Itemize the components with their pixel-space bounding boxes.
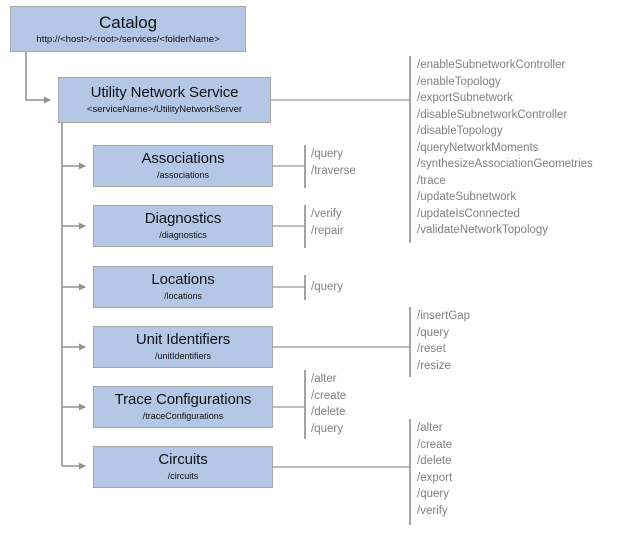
node-unit-identifiers-path: /unitIdentifiers: [154, 351, 212, 361]
operation-item: /updateSubnetwork: [417, 191, 517, 203]
node-service-path: <serviceName>/UtilityNetworkServer: [86, 103, 243, 115]
node-diagnostics-title: Diagnostics: [144, 210, 222, 228]
node-associations[interactable]: Associations /associations: [93, 145, 273, 187]
edge-catalog-to-service: [25, 52, 51, 104]
operation-item: /validateNetworkTopology: [417, 224, 549, 236]
node-associations-title: Associations: [141, 150, 225, 168]
operation-item: /updateIsConnected: [417, 207, 520, 220]
operation-item: /verify: [417, 504, 448, 517]
operation-item: /query: [311, 148, 343, 160]
operation-item: /query: [311, 281, 343, 293]
operation-item: /query: [417, 488, 449, 500]
operation-item: /verify: [311, 208, 342, 220]
node-catalog[interactable]: Catalog http://<host>/<root>/services/<f…: [10, 6, 246, 52]
node-service-title: Utility Network Service: [90, 83, 239, 101]
node-trace-configurations-title: Trace Configurations: [114, 391, 252, 409]
operation-item: /export: [417, 471, 453, 484]
operation-item: /repair: [311, 224, 344, 237]
operation-item: /alter: [311, 373, 337, 385]
node-circuits-title: Circuits: [158, 451, 208, 469]
node-circuits-path: /circuits: [167, 471, 199, 481]
node-catalog-title: Catalog: [99, 12, 157, 32]
operation-item: /traverse: [311, 164, 356, 177]
node-catalog-path: http://<host>/<root>/services/<folderNam…: [36, 33, 220, 45]
node-trace-configurations[interactable]: Trace Configurations /traceConfiguration…: [93, 386, 273, 428]
node-trace-configurations-path: /traceConfigurations: [142, 411, 224, 421]
node-locations-path: /locations: [163, 291, 203, 301]
operation-item: /delete: [311, 406, 346, 418]
operation-item: /create: [417, 438, 453, 451]
operations-list-trace-configurations: /alter/create/delete/query: [311, 371, 346, 437]
operations-list-associations: /query/traverse: [311, 146, 356, 179]
operation-item: /queryNetworkMoments: [417, 141, 539, 154]
operation-item: /alter: [417, 422, 443, 434]
operations-list-locations: /query: [311, 279, 343, 296]
operations-list-diagnostics: /verify/repair: [311, 206, 344, 239]
node-diagnostics-path: /diagnostics: [159, 230, 207, 240]
node-utility-network-service[interactable]: Utility Network Service <serviceName>/Ut…: [58, 77, 271, 123]
node-unit-identifiers-title: Unit Identifiers: [135, 331, 231, 349]
operation-item: /enableSubnetworkController: [417, 59, 566, 71]
operation-item: /query: [311, 422, 343, 435]
operation-item: /reset: [417, 343, 446, 355]
operations-list-unit-identifiers: /insertGap/query/reset/resize: [417, 308, 470, 374]
operation-item: /create: [311, 389, 347, 402]
operation-item: /enableTopology: [417, 75, 501, 88]
operation-item: /delete: [417, 455, 452, 467]
operation-item: /resize: [417, 359, 451, 372]
operation-item: /exportSubnetwork: [417, 92, 513, 104]
operation-item: /query: [417, 326, 449, 339]
operation-item: /trace: [417, 174, 446, 187]
operation-item: /insertGap: [417, 310, 471, 322]
node-unit-identifiers[interactable]: Unit Identifiers /unitIdentifiers: [93, 326, 273, 368]
operations-list-circuits: /alter/create/delete/export/query/verify: [417, 420, 452, 519]
node-diagnostics[interactable]: Diagnostics /diagnostics: [93, 205, 273, 247]
node-locations[interactable]: Locations /locations: [93, 266, 273, 308]
node-circuits[interactable]: Circuits /circuits: [93, 446, 273, 488]
node-associations-path: /associations: [156, 170, 210, 180]
operation-item: /disableSubnetworkController: [417, 108, 568, 121]
node-locations-title: Locations: [151, 271, 215, 289]
operation-item: /synthesizeAssociationGeometries: [417, 158, 593, 170]
operations-list-service: /enableSubnetworkController/enableTopolo…: [417, 57, 593, 239]
operation-item: /disableTopology: [417, 125, 503, 137]
